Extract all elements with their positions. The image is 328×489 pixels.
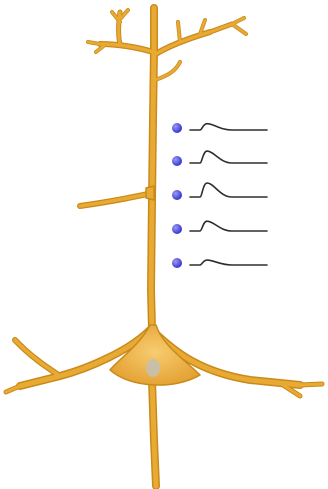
synapse-dot-5 — [172, 258, 182, 268]
synapse-dot-3 — [172, 190, 182, 200]
neuron-body — [6, 8, 322, 486]
synapse-group — [172, 123, 182, 268]
dendritic-spine — [146, 186, 154, 200]
synapse-dot-4 — [172, 224, 182, 234]
synapse-dot-2 — [172, 156, 182, 166]
neuron-outline — [6, 8, 322, 486]
epsp-trace-1 — [190, 124, 267, 130]
epsp-trace-5 — [190, 260, 267, 265]
epsp-trace-2 — [190, 151, 267, 163]
synapse-dot-1 — [172, 123, 182, 133]
nucleus — [146, 359, 160, 377]
neuron-icon — [6, 8, 322, 486]
trace-group — [190, 124, 267, 265]
epsp-trace-4 — [190, 221, 267, 231]
epsp-trace-3 — [190, 183, 267, 197]
